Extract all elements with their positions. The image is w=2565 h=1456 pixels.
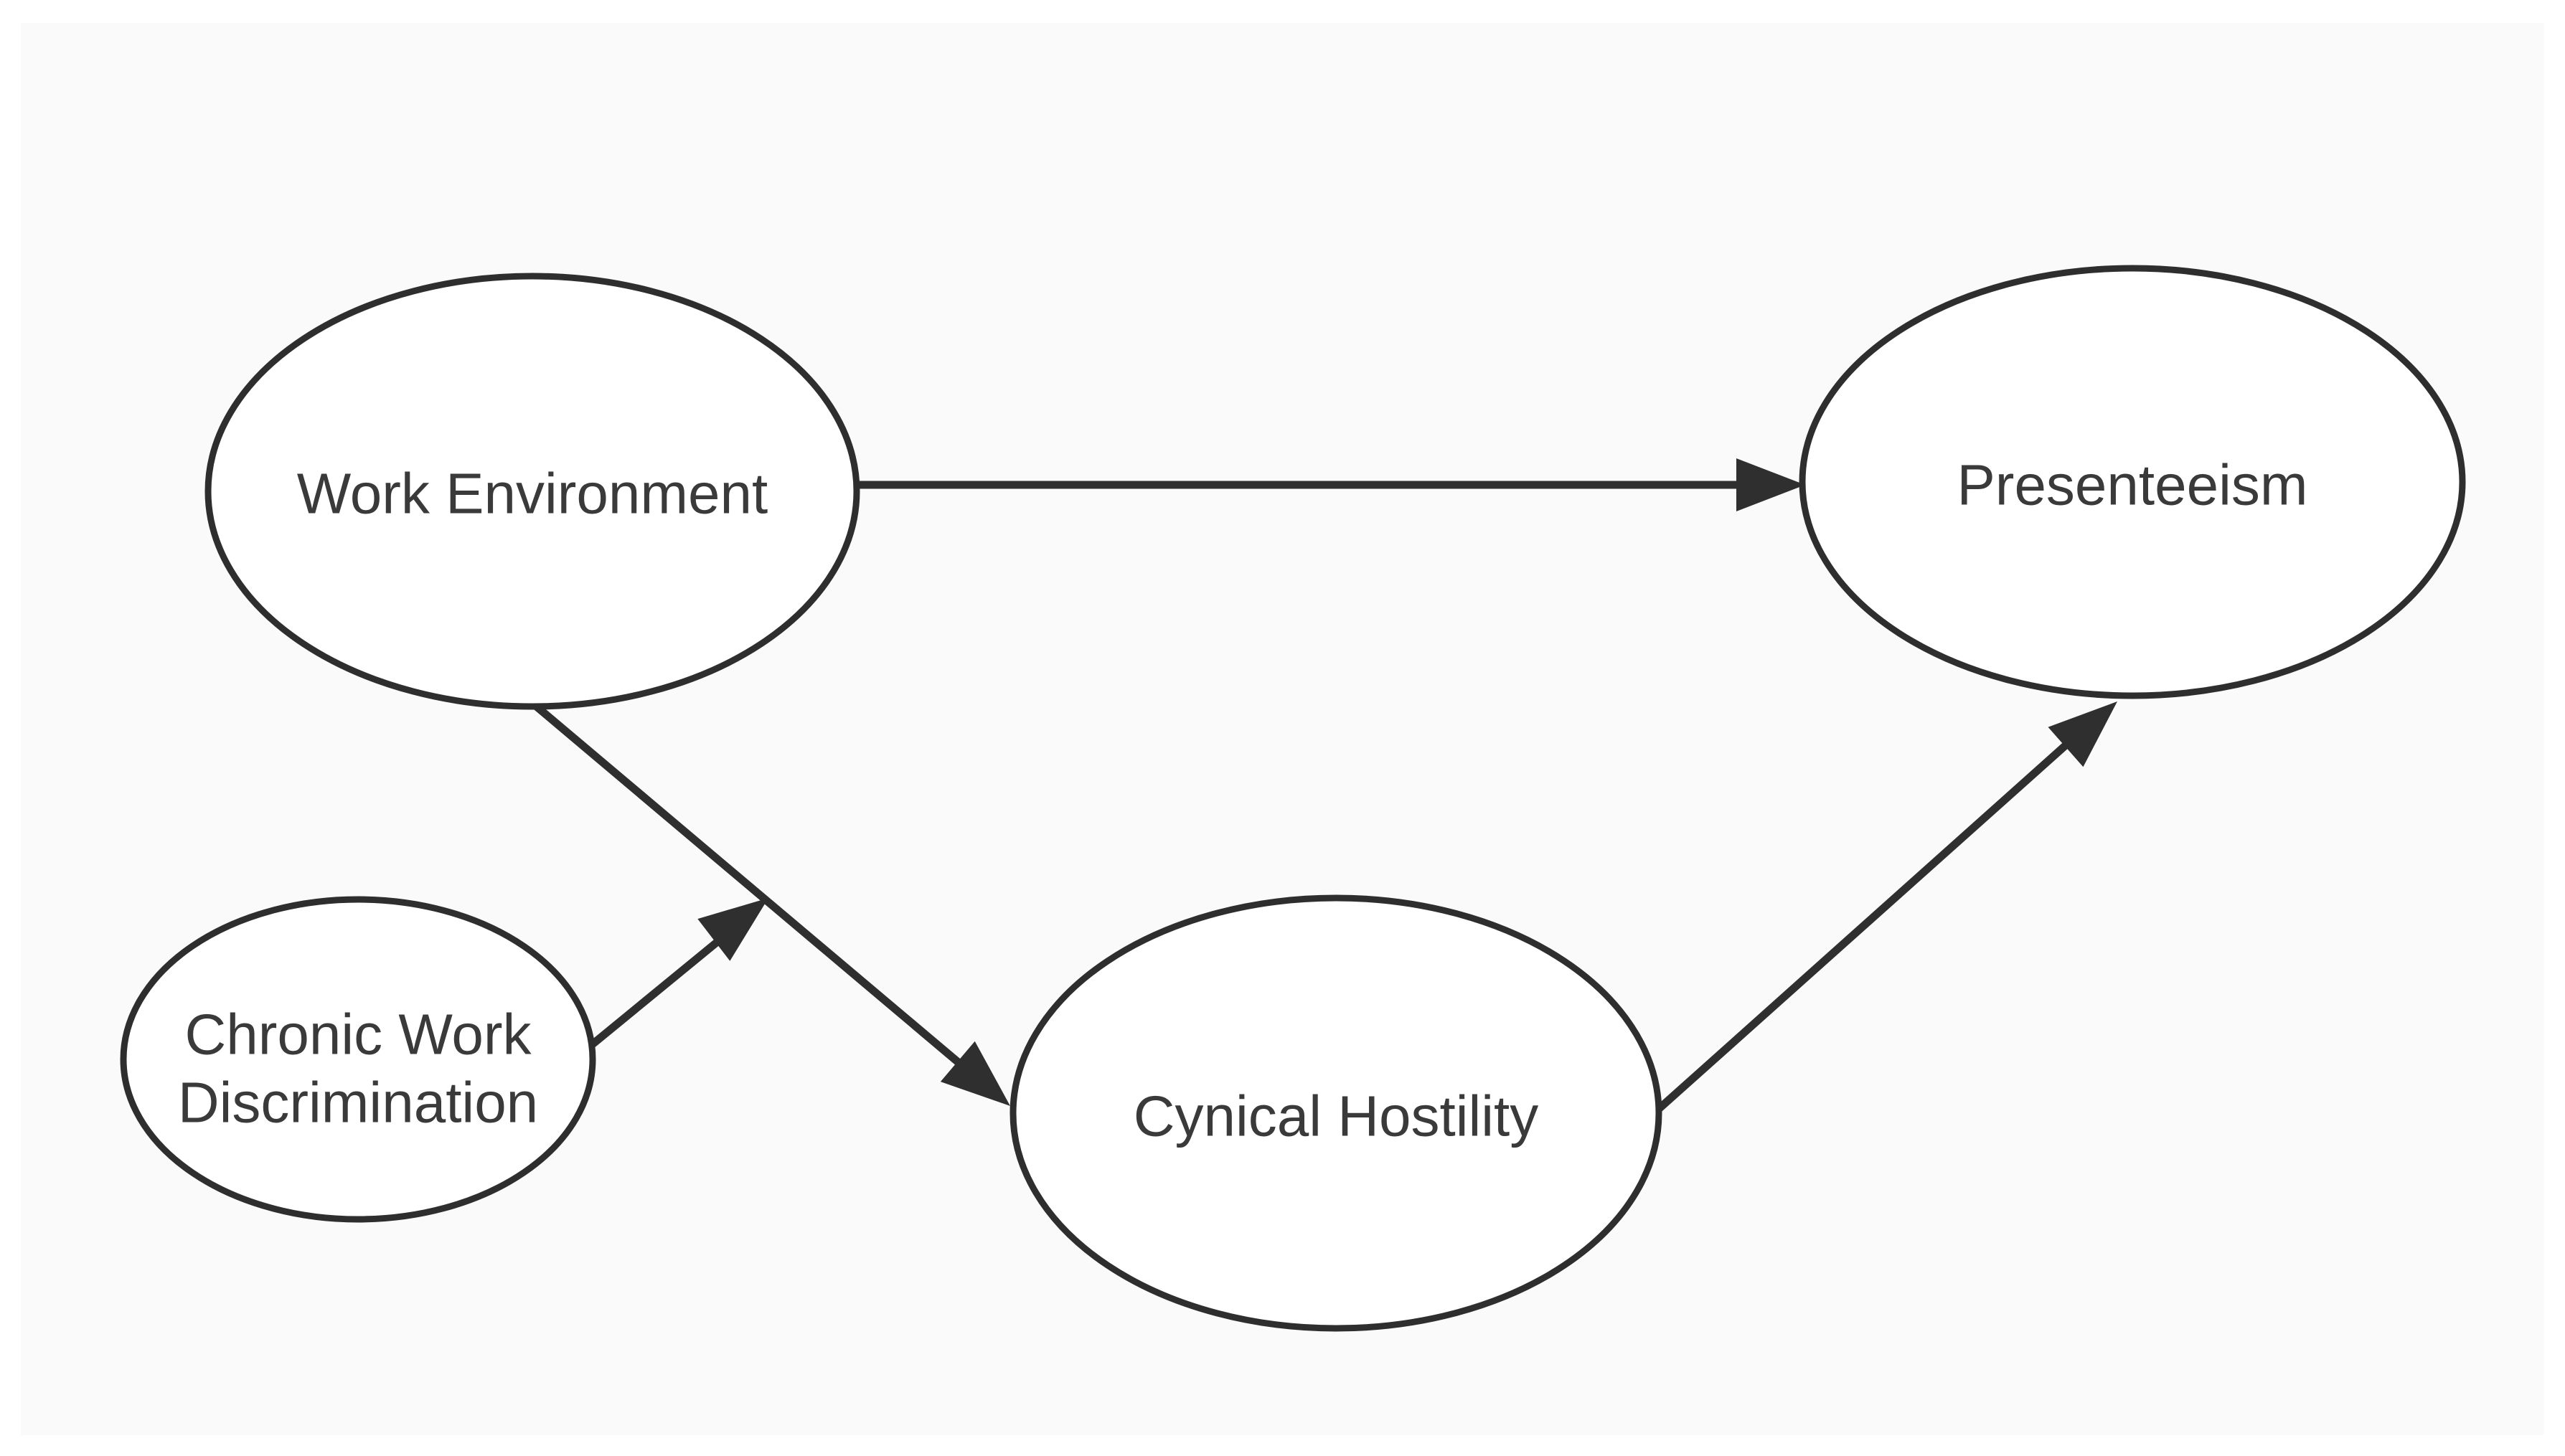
edge-work-environment-to-presenteeism-arrowhead [1736, 458, 1805, 511]
edge-cynical-hostility-to-presenteeism-line [1656, 712, 2102, 1112]
node-chronic-work-discrimination-label-line-1: Chronic Work [184, 1003, 532, 1067]
node-cynical-hostility-ellipse [1009, 894, 1662, 1332]
node-work-environment: Work Environment [204, 273, 860, 710]
edge-work-environment-to-cynical-hostility [526, 696, 1010, 1106]
node-chronic-work-discrimination-ellipse [120, 896, 596, 1223]
node-work-environment-label: Work Environment [297, 462, 768, 526]
edge-cynical-hostility-to-presenteeism [1656, 701, 2117, 1112]
edge-work-environment-to-cynical-hostility-arrowhead [940, 1041, 1010, 1106]
node-presenteeism: Presenteeism [1799, 265, 2466, 699]
node-cynical-hostility-label: Cynical Hostility [1134, 1084, 1539, 1148]
node-work-environment-ellipse [204, 273, 860, 710]
node-cynical-hostility: Cynical Hostility [1009, 894, 1662, 1332]
edge-chronic-work-discrimination-moderation [587, 898, 768, 1050]
edge-cynical-hostility-to-presenteeism-arrowhead [2048, 701, 2117, 767]
edge-work-environment-to-presenteeism [854, 458, 1805, 511]
edge-chronic-work-discrimination-moderation-arrowhead [697, 898, 768, 961]
node-presenteeism-label: Presenteeism [1957, 453, 2307, 517]
node-presenteeism-ellipse [1799, 265, 2466, 699]
node-chronic-work-discrimination: Chronic Work Discrimination [120, 896, 596, 1223]
edge-work-environment-to-cynical-hostility-line [526, 696, 1000, 1099]
node-chronic-work-discrimination-label-line-2: Discrimination [178, 1071, 538, 1135]
